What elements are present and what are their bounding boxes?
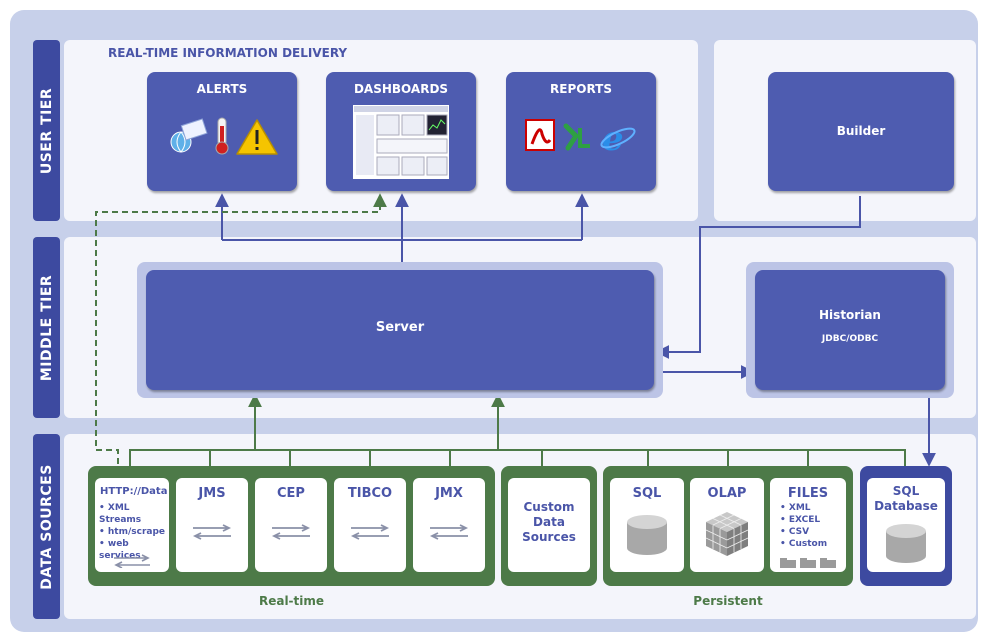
sql-database-icon (886, 524, 926, 563)
pdf-icon (525, 119, 555, 151)
jmx-title: JMX (435, 486, 463, 501)
http-bullet-2: htm/scrape (99, 526, 169, 538)
sql-database-title: SQL Database (874, 484, 938, 513)
files-bullet-4: Custom (780, 538, 827, 550)
jms-card: JMS (176, 478, 248, 572)
dashboards-box: DASHBOARDS (326, 72, 476, 191)
user-tier-label: USER TIER (33, 40, 60, 221)
user-tier-caption: REAL-TIME INFORMATION DELIVERY (108, 46, 348, 60)
dashboards-title: DASHBOARDS (353, 82, 449, 96)
folder-icons (780, 558, 836, 568)
files-title: FILES (787, 486, 829, 501)
sql-database-card: SQL Database (867, 478, 945, 572)
tibco-bidirectional-arrows (350, 524, 390, 540)
reports-title: REPORTS (550, 82, 612, 96)
olap-title: OLAP (707, 486, 747, 501)
server-title: Server (375, 320, 425, 335)
database-icon (627, 515, 667, 555)
http-card: HTTP://Data XML Streams htm/scrape web s… (95, 478, 169, 572)
middle-tier-label: MIDDLE TIER (33, 237, 60, 418)
reports-box: REPORTS e (506, 72, 656, 191)
envelope-globe-icon (170, 118, 208, 153)
alerts-box: ALERTS (147, 72, 297, 191)
files-bullet-2: EXCEL (780, 514, 827, 526)
custom-title: Custom Data Sources (522, 500, 576, 544)
realtime-caption: Real-time (258, 594, 325, 608)
custom-card: Custom Data Sources (508, 478, 590, 572)
builder-box: Builder (768, 72, 954, 191)
files-card: FILES XML EXCEL CSV Custom (770, 478, 846, 572)
data-sources-label: DATA SOURCES (33, 434, 60, 619)
alerts-title: ALERTS (196, 82, 248, 96)
thermometer-icon (215, 117, 229, 155)
olap-card: OLAP (690, 478, 764, 572)
data-bus-drops (209, 450, 809, 466)
tibco-title: TIBCO (347, 486, 393, 501)
historian-subtitle: JDBC/ODBC (821, 334, 879, 344)
tibco-card: TIBCO (334, 478, 406, 572)
builder-title: Builder (836, 124, 886, 138)
files-bullet-1: XML (780, 502, 827, 514)
jmx-card: JMX (413, 478, 485, 572)
jms-bidirectional-arrows (192, 524, 232, 540)
jmx-bidirectional-arrows (429, 524, 469, 540)
cep-card: CEP (255, 478, 327, 572)
files-bullets: XML EXCEL CSV Custom (780, 502, 827, 550)
direct-dashed-arrow (95, 193, 387, 464)
builder-to-server-arrow (655, 196, 861, 359)
historian-box: Historian JDBC/ODBC (755, 270, 945, 390)
files-bullet-3: CSV (780, 526, 827, 538)
data-bus-line (129, 449, 906, 466)
cep-title: CEP (277, 486, 305, 501)
internet-explorer-icon: e (600, 119, 636, 156)
sql-title: SQL (632, 486, 662, 501)
jms-title: JMS (198, 486, 226, 501)
http-bullet-3: web services (99, 538, 169, 562)
historian-title: Historian (819, 308, 881, 322)
warning-icon (236, 119, 278, 155)
excel-icon (563, 123, 590, 151)
http-bidirectional-arrows (114, 554, 150, 568)
sql-card: SQL (610, 478, 684, 572)
svg-text:e: e (602, 119, 624, 156)
server-box: Server (146, 270, 654, 390)
dashboard-screenshot-icon (353, 105, 449, 179)
http-bullet-1: XML Streams (99, 502, 169, 526)
reports-icons: e (525, 119, 636, 156)
cep-bidirectional-arrows (271, 524, 311, 540)
persistent-caption: Persistent (693, 594, 763, 608)
olap-cube-icon (705, 512, 749, 556)
alerts-icons (170, 117, 278, 155)
http-title: HTTP://Data (100, 486, 168, 497)
http-bullets: XML Streams htm/scrape web services (99, 502, 169, 562)
